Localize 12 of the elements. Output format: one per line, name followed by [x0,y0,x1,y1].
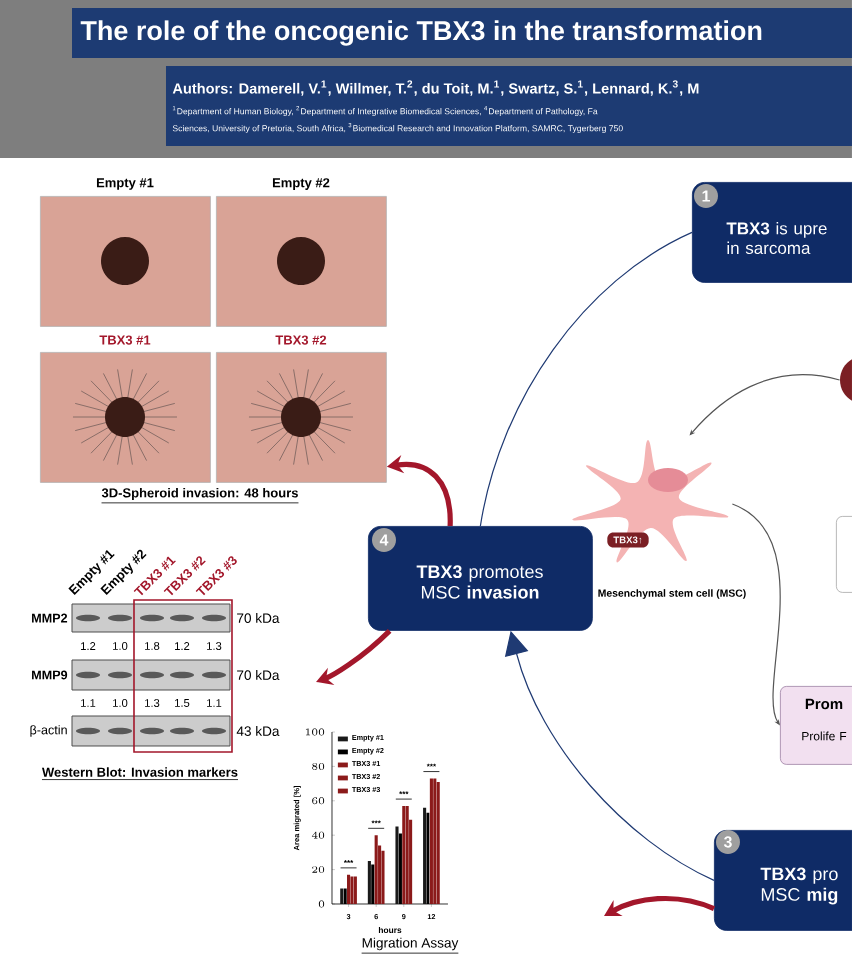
step-number: 4 [372,528,396,552]
round-badge [840,356,852,404]
connector-line [479,231,693,527]
cell-drawing [572,440,729,563]
step-number: 1 [694,184,718,208]
process-box: 3 TBX3 pro MSC mig [714,830,852,931]
curved-arrow [689,374,841,436]
process-box: 4 TBX3 promotes MSC invasion [368,526,593,631]
step-number: 3 [716,830,740,854]
process-box: 1 TBX3 is upre in sarcoma [692,182,852,283]
panel-box [836,516,852,593]
title-banner: The role of the oncogenic TBX3 in the transformation [72,8,852,58]
